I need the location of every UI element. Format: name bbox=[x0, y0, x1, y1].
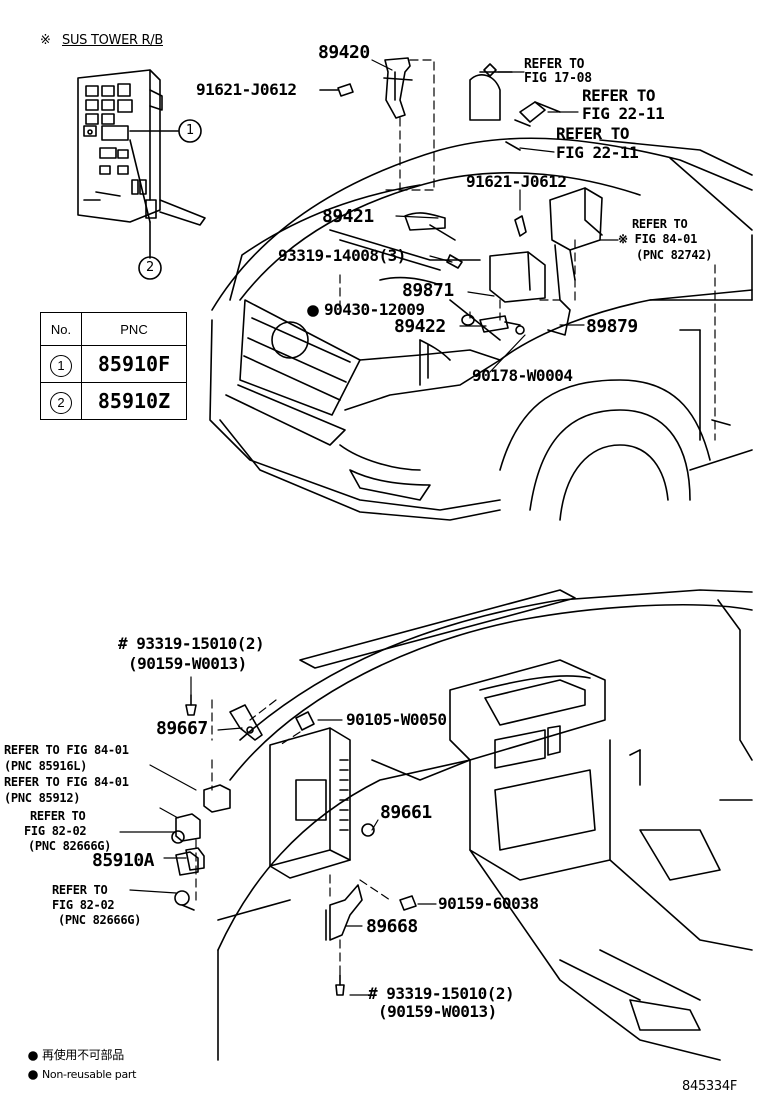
part-90105-w0050: 90105-W0050 bbox=[346, 710, 447, 729]
sus-tower-mark: ※ bbox=[40, 33, 51, 48]
part-93319-15010-b: # 93319-15010(2) bbox=[368, 984, 515, 1003]
refer-fig-22-11-b-line1: REFER TO bbox=[556, 124, 630, 143]
pnc-row-no: 2 bbox=[50, 392, 72, 414]
lower-parts bbox=[171, 694, 417, 996]
refer-fig-84-01-line1: REFER TO bbox=[632, 217, 688, 231]
non-reusable-mark bbox=[307, 305, 319, 317]
part-93319-14008: 93319-14008(3) bbox=[278, 246, 406, 265]
part-90178-w0004: 90178-W0004 bbox=[472, 366, 573, 385]
legend-non-reusable-cn: 再使用不可部品 bbox=[42, 1048, 124, 1062]
dashboard-illustration bbox=[217, 589, 753, 1061]
upper-dashed-lines bbox=[339, 59, 716, 441]
part-89421: 89421 bbox=[322, 206, 374, 227]
legend-bullet-cn bbox=[28, 1051, 38, 1061]
part-89668: 89668 bbox=[366, 916, 418, 937]
refer-fig-82-02-a-line3: (PNC 82666G) bbox=[28, 839, 112, 853]
refer-fig-84-01-line3: (PNC 82742) bbox=[636, 248, 713, 262]
pnc-row-value: 85910F bbox=[81, 345, 187, 383]
refer-fig-82-02-b-line1: REFER TO bbox=[52, 883, 108, 897]
part-85910a: 85910A bbox=[92, 850, 155, 871]
refer-fig-84-01-pnc85916l-line2: (PNC 85916L) bbox=[4, 759, 88, 773]
refer-fig-82-02-a-line2: FIG 82-02 bbox=[24, 824, 87, 838]
refer-fig-82-02-b-line2: FIG 82-02 bbox=[52, 898, 115, 912]
part-89661: 89661 bbox=[380, 802, 432, 823]
refer-fig-82-02-b-line3: (PNC 82666G) bbox=[58, 913, 142, 927]
refer-fig-22-11-a-line2: FIG 22-11 bbox=[582, 104, 665, 123]
part-90159-w0013-b: (90159-W0013) bbox=[378, 1002, 497, 1021]
refer-fig-17-08-line2: FIG 17-08 bbox=[524, 71, 592, 86]
part-90430-12009: 90430-12009 bbox=[324, 300, 425, 319]
refer-fig-22-11-a-line1: REFER TO bbox=[582, 86, 656, 105]
part-90159-60038: 90159-60038 bbox=[438, 894, 539, 913]
pnc-table-row: 2 85910Z bbox=[40, 382, 187, 420]
part-91621-j0612-b: 91621-J0612 bbox=[466, 172, 567, 191]
lower-leader-lines bbox=[119, 676, 437, 996]
callout-1: 1 bbox=[186, 123, 194, 138]
refer-fig-84-01-pnc85912-line1: REFER TO FIG 84-01 bbox=[4, 775, 129, 789]
refer-fig-84-01-pnc85912-line2: (PNC 85912) bbox=[4, 791, 81, 805]
part-89422: 89422 bbox=[394, 316, 446, 337]
part-89667: 89667 bbox=[156, 718, 208, 739]
legend-non-reusable-en: Non-reusable part bbox=[42, 1068, 137, 1081]
part-89879: 89879 bbox=[586, 316, 638, 337]
refer-fig-22-11-b-line2: FIG 22-11 bbox=[556, 143, 639, 162]
pnc-table-header-no: No. bbox=[40, 312, 82, 346]
pnc-row-value: 85910Z bbox=[81, 382, 187, 420]
part-89420: 89420 bbox=[318, 42, 370, 63]
refer-fig-84-01-line2: ※ FIG 84-01 bbox=[618, 232, 698, 246]
upper-parts bbox=[319, 57, 603, 336]
car-front-illustration bbox=[209, 74, 753, 521]
relay-block-illustration bbox=[77, 69, 206, 259]
callout-2: 2 bbox=[146, 260, 154, 275]
refer-fig-17-08-line1: REFER TO bbox=[524, 57, 585, 72]
upper-leader-lines bbox=[371, 59, 619, 373]
callout-2-circle bbox=[138, 256, 162, 280]
part-91621-j0612-a: 91621-J0612 bbox=[196, 80, 297, 99]
figure-id: 845334F bbox=[682, 1079, 738, 1094]
pnc-row-no: 1 bbox=[50, 355, 72, 377]
part-89871: 89871 bbox=[402, 280, 454, 301]
sus-tower-title: SUS TOWER R/B bbox=[62, 33, 163, 48]
refer-fig-82-02-a-line1: REFER TO bbox=[30, 809, 86, 823]
pnc-table: No. PNC 1 85910F 2 85910Z bbox=[40, 312, 187, 420]
part-90159-w0013-a: (90159-W0013) bbox=[128, 654, 247, 673]
part-93319-15010-a: # 93319-15010(2) bbox=[118, 634, 265, 653]
legend-bullet-en bbox=[28, 1070, 38, 1080]
callout-1-circle bbox=[178, 119, 202, 143]
pnc-table-header-pnc: PNC bbox=[81, 312, 187, 346]
pnc-table-row: 1 85910F bbox=[40, 345, 187, 383]
lower-dashed-lines bbox=[195, 699, 391, 976]
refer-fig-84-01-pnc85916l-line1: REFER TO FIG 84-01 bbox=[4, 743, 129, 757]
